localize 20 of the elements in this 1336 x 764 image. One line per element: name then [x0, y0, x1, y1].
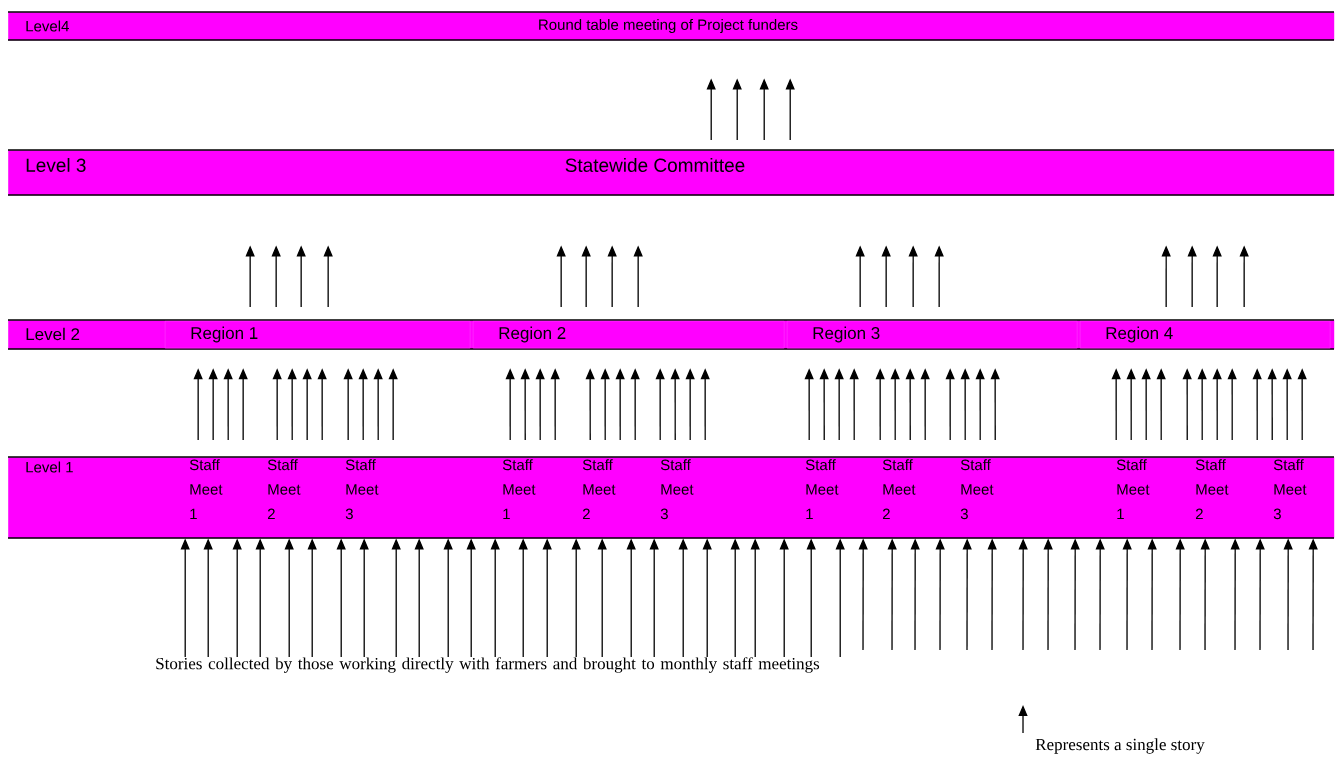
level-band: Level 3 Statewide Committee: [7, 149, 1335, 196]
meeting-label: Staff Meet 1: [1116, 459, 1150, 520]
region-box: Region 4: [1080, 321, 1331, 349]
meeting-label: Staff Meet 1: [189, 459, 223, 520]
legend-text: Represents a single story: [1035, 738, 1205, 754]
meeting-label: Staff Meet 1: [805, 459, 839, 520]
meeting-label: Staff Meet 2: [267, 459, 301, 520]
meeting-label: Staff Meet 2: [882, 459, 916, 520]
region-box: Region 2: [473, 321, 785, 349]
region-box: Region 3: [787, 321, 1078, 349]
level-band: Level4 Round table meeting of Project funders: [7, 11, 1335, 41]
meeting-label: Staff Meet 1: [502, 459, 536, 520]
meeting-label: Staff Meet 3: [960, 459, 994, 520]
region-box: Region 1: [165, 321, 471, 349]
meeting-label: Staff Meet 3: [660, 459, 694, 520]
note-text: Stories collected by those working directly with farmers and brought to monthly staff meetings: [156, 657, 820, 673]
meeting-label: Staff Meet 2: [1195, 459, 1229, 520]
meeting-label: Staff Meet 2: [582, 459, 616, 520]
meeting-label: Staff Meet 3: [1273, 459, 1307, 520]
meeting-label: Staff Meet 3: [345, 459, 379, 520]
